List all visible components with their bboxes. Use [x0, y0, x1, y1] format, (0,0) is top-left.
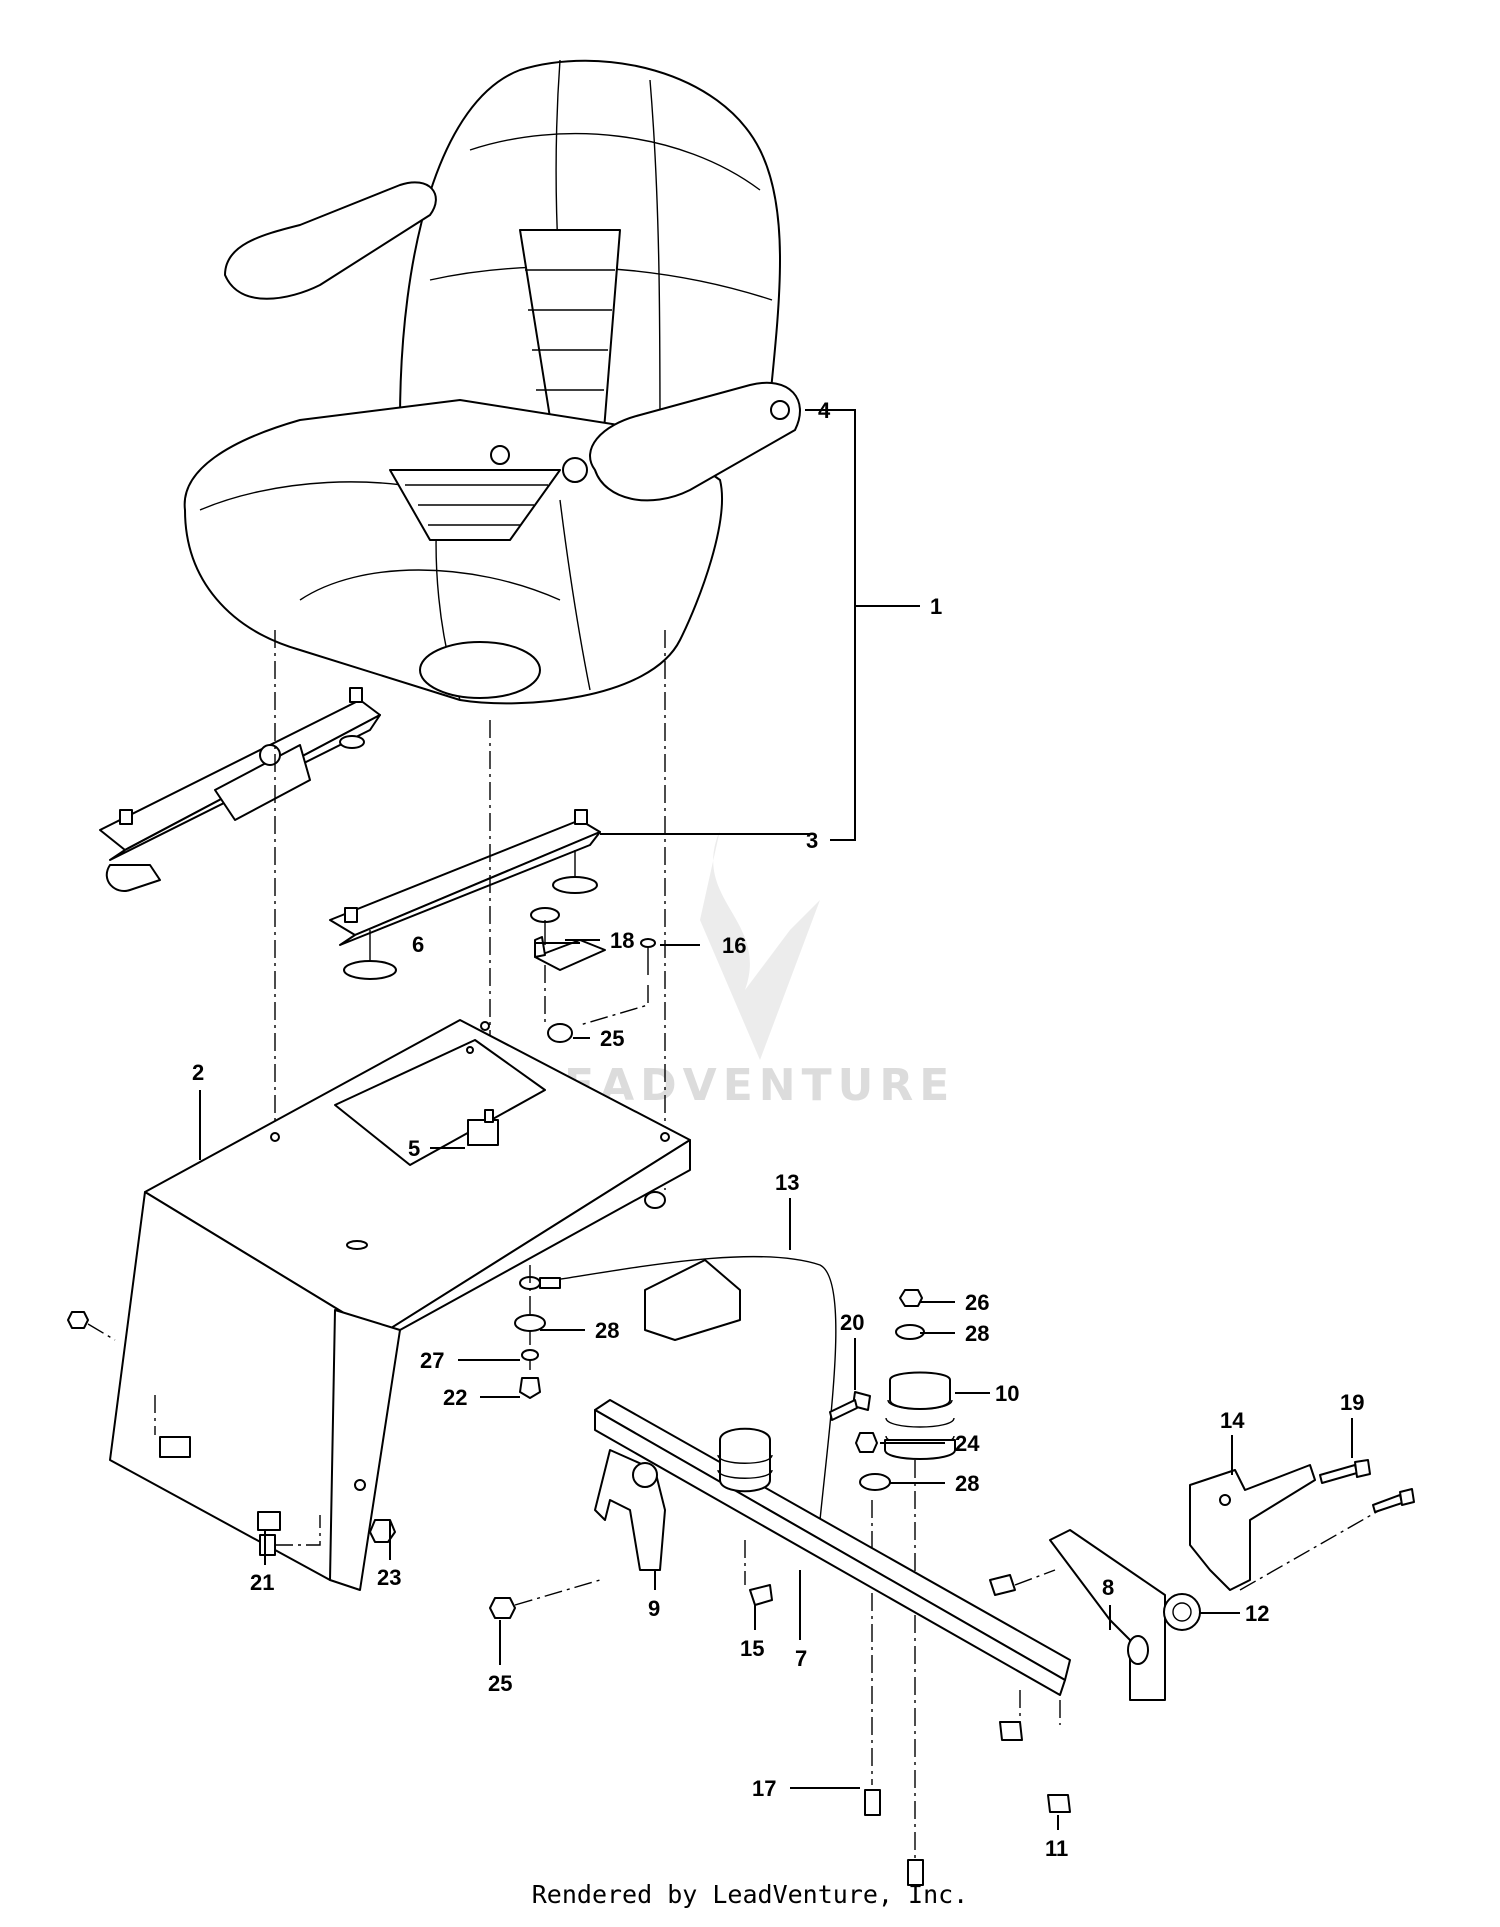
seat-cushion: [183, 399, 723, 705]
callout-21: 21: [250, 1570, 274, 1595]
callout-28-b: 28: [965, 1321, 989, 1346]
callout-28-c: 28: [955, 1471, 979, 1496]
pan-hardware: [67, 1311, 396, 1556]
callout-5: 5: [408, 1136, 420, 1161]
callout-3: 3: [806, 828, 818, 853]
callout-20: 20: [840, 1310, 864, 1335]
watermark-logo-icon: [700, 830, 820, 1060]
callout-2: 2: [192, 1060, 204, 1085]
slide-rails: [99, 687, 810, 980]
cable-and-linkage: [489, 1255, 1415, 1886]
callout-11: 11: [1045, 1836, 1068, 1861]
right-slide-rail: [329, 819, 601, 936]
callout-25-lower: 25: [488, 1671, 512, 1696]
callout-23: 23: [377, 1565, 401, 1590]
callout-1: 1: [930, 594, 942, 619]
callout-15: 15: [740, 1636, 764, 1661]
bracket-part-6: [534, 939, 606, 971]
callout-17: 17: [752, 1776, 776, 1801]
callout-19: 19: [1340, 1390, 1364, 1415]
callout-14: 14: [1220, 1408, 1245, 1433]
callout-4: 4: [818, 398, 831, 423]
plate-part-14: [1189, 1464, 1316, 1591]
callout-26: 26: [965, 1290, 989, 1315]
callout-9: 9: [648, 1596, 660, 1621]
left-armrest: [224, 181, 437, 300]
callout-10: 10: [995, 1381, 1019, 1406]
callout-18: 18: [610, 928, 634, 953]
left-slide-rail: [99, 699, 381, 851]
watermark: LEADVENTURE: [530, 830, 949, 1111]
callout-7: 7: [795, 1646, 807, 1671]
callout-24: 24: [955, 1431, 980, 1456]
callout-22: 22: [443, 1385, 467, 1410]
callout-16: 16: [722, 933, 746, 958]
callout-12: 12: [1245, 1601, 1269, 1626]
callout-8: 8: [1102, 1575, 1114, 1600]
callout-13: 13: [775, 1170, 799, 1195]
seat-assembly: [183, 59, 801, 705]
callout-6: 6: [412, 932, 424, 957]
callout-27: 27: [420, 1348, 444, 1373]
leader-lines: [199, 409, 1353, 1830]
pivot-bar-part-7: [594, 1399, 1071, 1681]
callout-28-a: 28: [595, 1318, 619, 1343]
seat-pan: [109, 1019, 691, 1591]
right-armrest: [589, 381, 801, 502]
seat-switch-hardware: [530, 907, 656, 1043]
callout-labels: 1 2 3 4 5 6 7 8 9 10 11 12 13 14 15 16 1…: [192, 398, 1364, 1861]
callout-25-upper: 25: [600, 1026, 624, 1051]
footer-credit: Rendered by LeadVenture, Inc.: [531, 1880, 969, 1909]
spring-part-10: [889, 1371, 951, 1410]
